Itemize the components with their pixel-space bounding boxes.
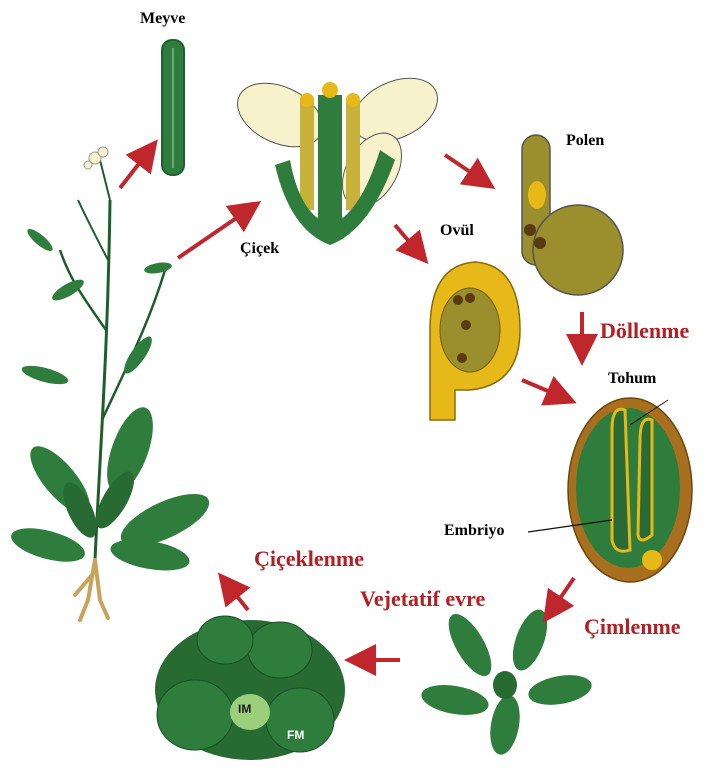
label-cicek: Çiçek — [240, 240, 279, 258]
label-ovul: Ovül — [440, 222, 474, 240]
label-fm: FM — [287, 728, 304, 742]
label-embriyo: Embriyo — [444, 522, 504, 540]
fruit-silique-illustration — [162, 40, 184, 175]
ovule-illustration — [430, 262, 520, 420]
inflorescence-meristem-illustration — [155, 616, 345, 760]
flower-illustration — [227, 66, 447, 245]
label-polen: Polen — [566, 132, 604, 150]
seedling-illustration — [419, 605, 594, 757]
label-meyve: Meyve — [140, 10, 185, 28]
arrow-flower-to-ovule — [395, 225, 418, 252]
label-tohum: Tohum — [608, 370, 656, 388]
stage-label-dollenme: Döllenme — [600, 318, 689, 344]
arrow-ovule-to-seed — [522, 380, 562, 397]
stage-label-cimlenme: Çimlenme — [584, 614, 681, 640]
arrow-seed-to-seedling — [552, 578, 574, 610]
mature-plant-illustration — [8, 147, 216, 620]
seed-illustration — [568, 398, 692, 582]
stage-label-ciceklenme: Çiçeklenme — [254, 546, 364, 572]
arrow-plant-to-fruit — [120, 152, 148, 188]
pollen-grain-illustration — [522, 135, 623, 295]
arrow-flower-to-pollen — [445, 155, 482, 180]
label-im: IM — [238, 702, 251, 716]
stage-label-vejetatif-evre: Vejetatif evre — [360, 586, 485, 612]
arrow-plant-to-flower — [178, 210, 248, 258]
arrow-meristem-to-plant — [228, 585, 248, 610]
